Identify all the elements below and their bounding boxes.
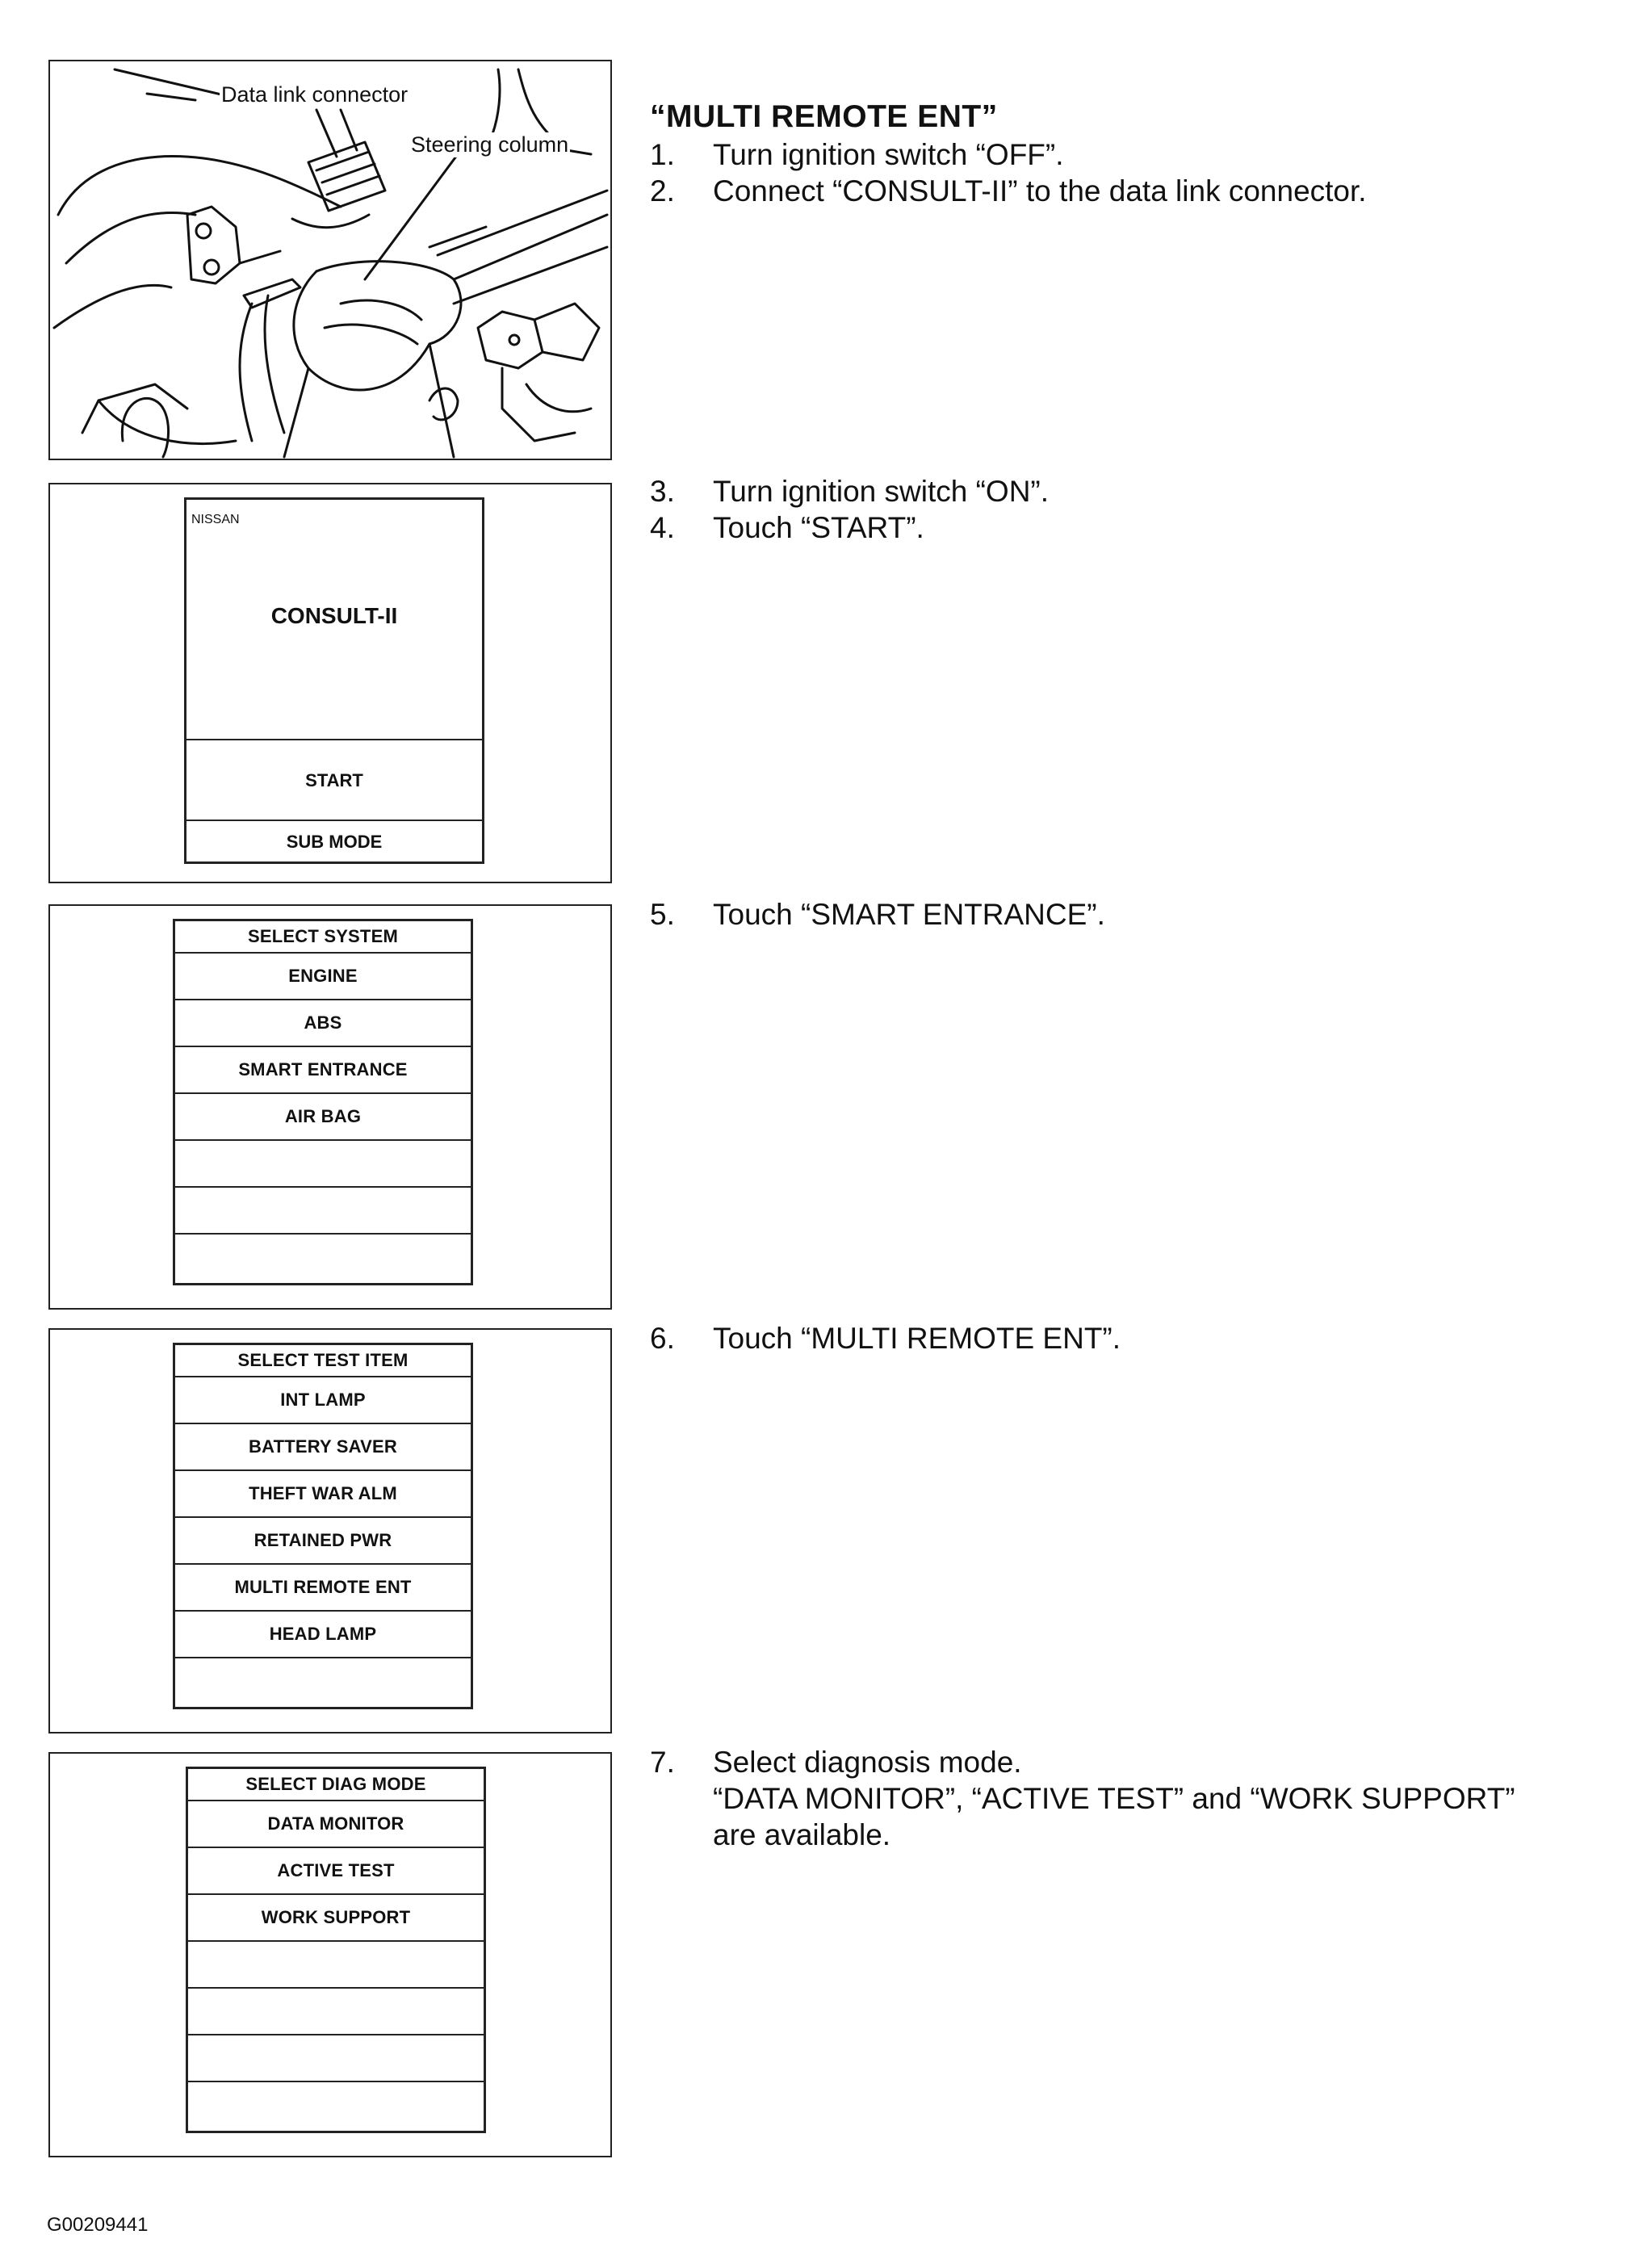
select-system-figure: SELECT SYSTEM ENGINE ABS SMART ENTRANCE …: [48, 904, 612, 1310]
step-text: Turn ignition switch “ON”.: [713, 475, 1050, 508]
step-subtext: are available.: [713, 1818, 891, 1851]
brand-label: NISSAN: [191, 513, 240, 526]
step-text: Touch “SMART ENTRANCE”.: [713, 898, 1105, 931]
step-text: Connect “CONSULT-II” to the data link co…: [713, 174, 1367, 208]
menu-item-data-monitor[interactable]: DATA MONITOR: [188, 1801, 484, 1848]
steering-column-callout: Steering column: [409, 132, 571, 157]
menu-item-empty: [175, 1658, 471, 1705]
steering-column-illustration: [52, 68, 609, 459]
step-number: 2.: [650, 174, 675, 208]
step-7: 7. Select diagnosis mode. “DATA MONITOR”…: [650, 1744, 1619, 1853]
section-title: “MULTI REMOTE ENT”: [650, 99, 998, 134]
menu-item-retained-pwr[interactable]: RETAINED PWR: [175, 1518, 471, 1565]
step-number: 7.: [650, 1746, 675, 1779]
step-1: 1. Turn ignition switch “OFF”.: [650, 136, 1603, 173]
step-3: 3. Turn ignition switch “ON”.: [650, 473, 1603, 509]
menu-item-head-lamp[interactable]: HEAD LAMP: [175, 1612, 471, 1658]
consult-start-figure: NISSAN CONSULT-II START SUB MODE: [48, 483, 612, 883]
steps-3-4: 3. Turn ignition switch “ON”. 4. Touch “…: [650, 473, 1603, 546]
step-number: 1.: [650, 138, 675, 171]
steps-1-2: “MULTI REMOTE ENT” 1. Turn ignition swit…: [650, 99, 1603, 209]
menu-item-air-bag[interactable]: AIR BAG: [175, 1094, 471, 1141]
step-text: Touch “START”.: [713, 511, 924, 544]
menu-item-empty: [175, 1141, 471, 1188]
step-text: Touch “MULTI REMOTE ENT”.: [713, 1322, 1121, 1355]
select-test-item-screen: SELECT TEST ITEM INT LAMP BATTERY SAVER …: [173, 1343, 473, 1709]
menu-item-abs[interactable]: ABS: [175, 1000, 471, 1047]
step-number: 5.: [650, 898, 675, 931]
step-4: 4. Touch “START”.: [650, 509, 1603, 546]
menu-item-battery-saver[interactable]: BATTERY SAVER: [175, 1424, 471, 1471]
sub-mode-button-label: SUB MODE: [286, 832, 383, 852]
step-text: Turn ignition switch “OFF”.: [713, 138, 1064, 171]
step-5: 5. Touch “SMART ENTRANCE”.: [650, 896, 1603, 933]
menu-item-active-test[interactable]: ACTIVE TEST: [188, 1848, 484, 1895]
consult-title: CONSULT-II: [270, 603, 398, 628]
menu-item-empty: [188, 2035, 484, 2082]
sub-mode-button[interactable]: SUB MODE: [186, 820, 482, 863]
step-text: Select diagnosis mode.: [713, 1746, 1022, 1779]
menu-item-multi-remote-ent[interactable]: MULTI REMOTE ENT: [175, 1565, 471, 1612]
step-7-block: 7. Select diagnosis mode. “DATA MONITOR”…: [650, 1744, 1619, 1853]
step-7-body: Select diagnosis mode. “DATA MONITOR”, “…: [713, 1744, 1515, 1853]
start-button-label: START: [305, 770, 363, 790]
select-diag-mode-figure: SELECT DIAG MODE DATA MONITOR ACTIVE TES…: [48, 1752, 612, 2157]
start-button[interactable]: START: [186, 739, 482, 821]
select-test-item-header: SELECT TEST ITEM: [175, 1345, 471, 1377]
menu-item-work-support[interactable]: WORK SUPPORT: [188, 1895, 484, 1942]
menu-item-empty: [188, 1942, 484, 1989]
step-number: 3.: [650, 475, 675, 508]
select-test-item-figure: SELECT TEST ITEM INT LAMP BATTERY SAVER …: [48, 1328, 612, 1733]
menu-item-engine[interactable]: ENGINE: [175, 954, 471, 1000]
step-5-block: 5. Touch “SMART ENTRANCE”.: [650, 896, 1603, 933]
step-number: 4.: [650, 511, 675, 544]
select-diag-mode-screen: SELECT DIAG MODE DATA MONITOR ACTIVE TES…: [186, 1767, 486, 2133]
step-6-block: 6. Touch “MULTI REMOTE ENT”.: [650, 1320, 1603, 1356]
step-subtext: “DATA MONITOR”, “ACTIVE TEST” and “WORK …: [713, 1782, 1515, 1815]
menu-item-theft-war-alm[interactable]: THEFT WAR ALM: [175, 1471, 471, 1518]
menu-item-empty: [188, 2082, 484, 2129]
menu-item-int-lamp[interactable]: INT LAMP: [175, 1377, 471, 1424]
step-6: 6. Touch “MULTI REMOTE ENT”.: [650, 1320, 1603, 1356]
menu-item-smart-entrance[interactable]: SMART ENTRANCE: [175, 1047, 471, 1094]
select-diag-mode-header: SELECT DIAG MODE: [188, 1769, 484, 1801]
figure-id: G00209441: [47, 2214, 149, 2236]
select-system-screen: SELECT SYSTEM ENGINE ABS SMART ENTRANCE …: [173, 919, 473, 1285]
menu-item-empty: [188, 1989, 484, 2035]
menu-item-empty: [175, 1235, 471, 1281]
step-2: 2. Connect “CONSULT-II” to the data link…: [650, 173, 1603, 209]
step-number: 6.: [650, 1322, 675, 1355]
select-system-header: SELECT SYSTEM: [175, 921, 471, 954]
menu-item-empty: [175, 1188, 471, 1235]
connector-location-figure: Data link connector Steering column: [48, 60, 612, 460]
consult-screen: NISSAN CONSULT-II START SUB MODE: [184, 497, 484, 864]
data-link-connector-callout: Data link connector: [220, 82, 410, 107]
